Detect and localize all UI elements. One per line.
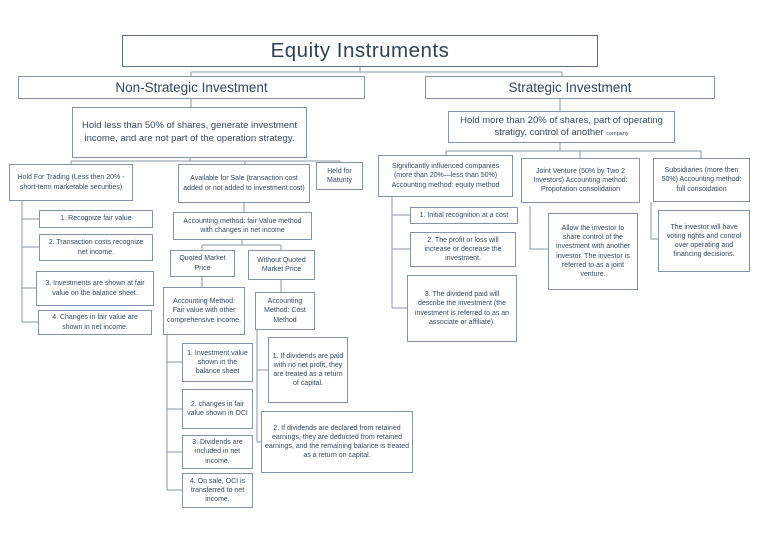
sig-item-1: 1. Initial recognition at a cost: [410, 207, 518, 224]
equity-instruments-box: Equity Instruments: [122, 35, 598, 67]
subsidiaries-note: The investor will have voting rights and…: [658, 210, 750, 272]
joint-venture-box: Joint Venture (50% by Two 2 Investors) A…: [521, 158, 640, 203]
hft-item-3: 3. Investments are shown at fair value o…: [36, 271, 154, 306]
fv-item-1: 1. Investment value shown in the balance…: [182, 343, 253, 382]
subsidiaries-box: Subsidiaries (more then 50%) Accounting …: [653, 158, 750, 202]
hft-item-4: 4. Changes in fair value are shown in ne…: [38, 310, 152, 335]
significantly-influenced-box: Significantly influenced companies (more…: [378, 155, 513, 197]
strategic-description-company: company: [606, 131, 629, 137]
fair-value-method-box: Accounting Method: Fair value with other…: [163, 287, 245, 335]
strategic-description-text: Hold more than 20% of shares, part of op…: [452, 115, 671, 140]
cost-item-2: 2. If dividends are declared from retain…: [261, 411, 413, 473]
hft-item-1: 1. Recognize fair value: [39, 210, 153, 228]
fv-item-4: 4. On sale, OCI is transferred to net in…: [182, 473, 253, 508]
without-quoted-market-price-box: Without Quoted Market Price: [248, 250, 315, 280]
quoted-market-price-box: Quoted Market Price: [170, 250, 235, 277]
held-for-maturity-box: Held for Maturity: [316, 162, 363, 190]
hold-for-trading-box: Hold For Trading (Less then 20% -short-t…: [9, 164, 133, 201]
fv-item-3: 3. Dividends are included in net income.: [182, 435, 253, 469]
hft-item-2: 2. Transaction costs recognize net incom…: [39, 234, 153, 261]
joint-venture-note: Allow the investor to share control of t…: [548, 213, 638, 290]
strategic-description-main: Hold more than 20% of shares, part of op…: [460, 114, 663, 138]
available-for-sale-box: Available for Sale (transaction cost add…: [178, 164, 310, 203]
strategic-description: Hold more than 20% of shares, part of op…: [448, 111, 675, 143]
sig-item-3: 3. The dividend paid will describe the i…: [407, 275, 517, 342]
sig-item-2: 2. The profit or loss will increase or d…: [410, 232, 516, 267]
fv-item-2: 2. changes in fair value shown in OCI: [182, 389, 253, 429]
non-strategic-description: Hold less than 50% of shares, generate i…: [72, 107, 307, 158]
cost-item-1: 1. If dividends are paid with no net pro…: [268, 337, 348, 403]
cost-method-box: Accounting Method: Cost Method: [255, 292, 315, 330]
non-strategic-box: Non-Strategic Investment: [18, 76, 365, 99]
afs-accounting-method-box: Accounting method: fair Value method wit…: [173, 212, 312, 240]
strategic-box: Strategic Investment: [425, 76, 715, 99]
